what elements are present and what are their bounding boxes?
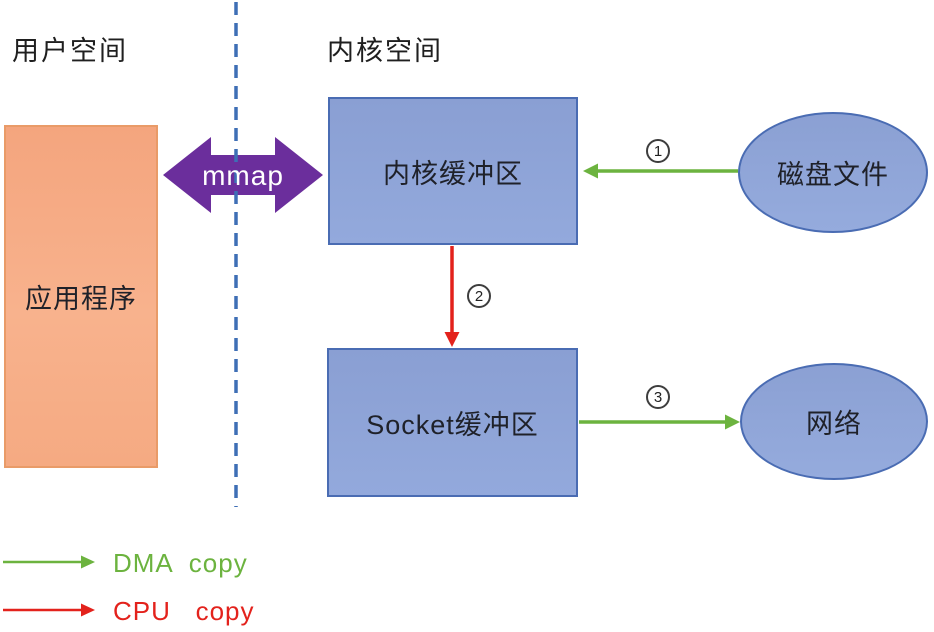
step-2-badge: 2 — [467, 284, 491, 308]
socket-buffer-node: Socket缓冲区 — [327, 348, 578, 497]
step-2-number: 2 — [474, 287, 484, 305]
kernel-buffer-label: 内核缓冲区 — [383, 158, 523, 189]
step-1-number: 1 — [653, 142, 663, 160]
legend-dma-copy-label: DMA copy — [113, 548, 248, 578]
legend-cpu-arrow-icon — [3, 603, 95, 617]
disk-file-node: 磁盘文件 — [738, 112, 928, 233]
step-3-number: 3 — [653, 388, 663, 406]
socket-buffer-label: Socket缓冲区 — [366, 410, 539, 440]
dma-copy-arrow-3 — [579, 414, 740, 430]
cpu-copy-arrow-2 — [444, 246, 460, 347]
mmap-label: mmap — [202, 160, 284, 191]
step-1-badge: 1 — [646, 139, 670, 163]
network-label: 网络 — [806, 409, 862, 439]
step-3-badge: 3 — [646, 385, 670, 409]
kernel-space-label: 内核空间 — [327, 36, 443, 66]
dma-copy-arrow-1 — [583, 163, 738, 179]
application-label: 应用程序 — [25, 284, 137, 314]
legend-cpu-copy-label: CPU copy — [113, 596, 255, 626]
disk-file-label: 磁盘文件 — [777, 160, 889, 190]
network-node: 网络 — [740, 363, 928, 480]
user-space-label: 用户空间 — [12, 36, 128, 66]
kernel-buffer-node: 内核缓冲区 — [328, 97, 578, 245]
application-node: 应用程序 — [4, 125, 158, 468]
legend-dma-arrow-icon — [3, 555, 95, 569]
